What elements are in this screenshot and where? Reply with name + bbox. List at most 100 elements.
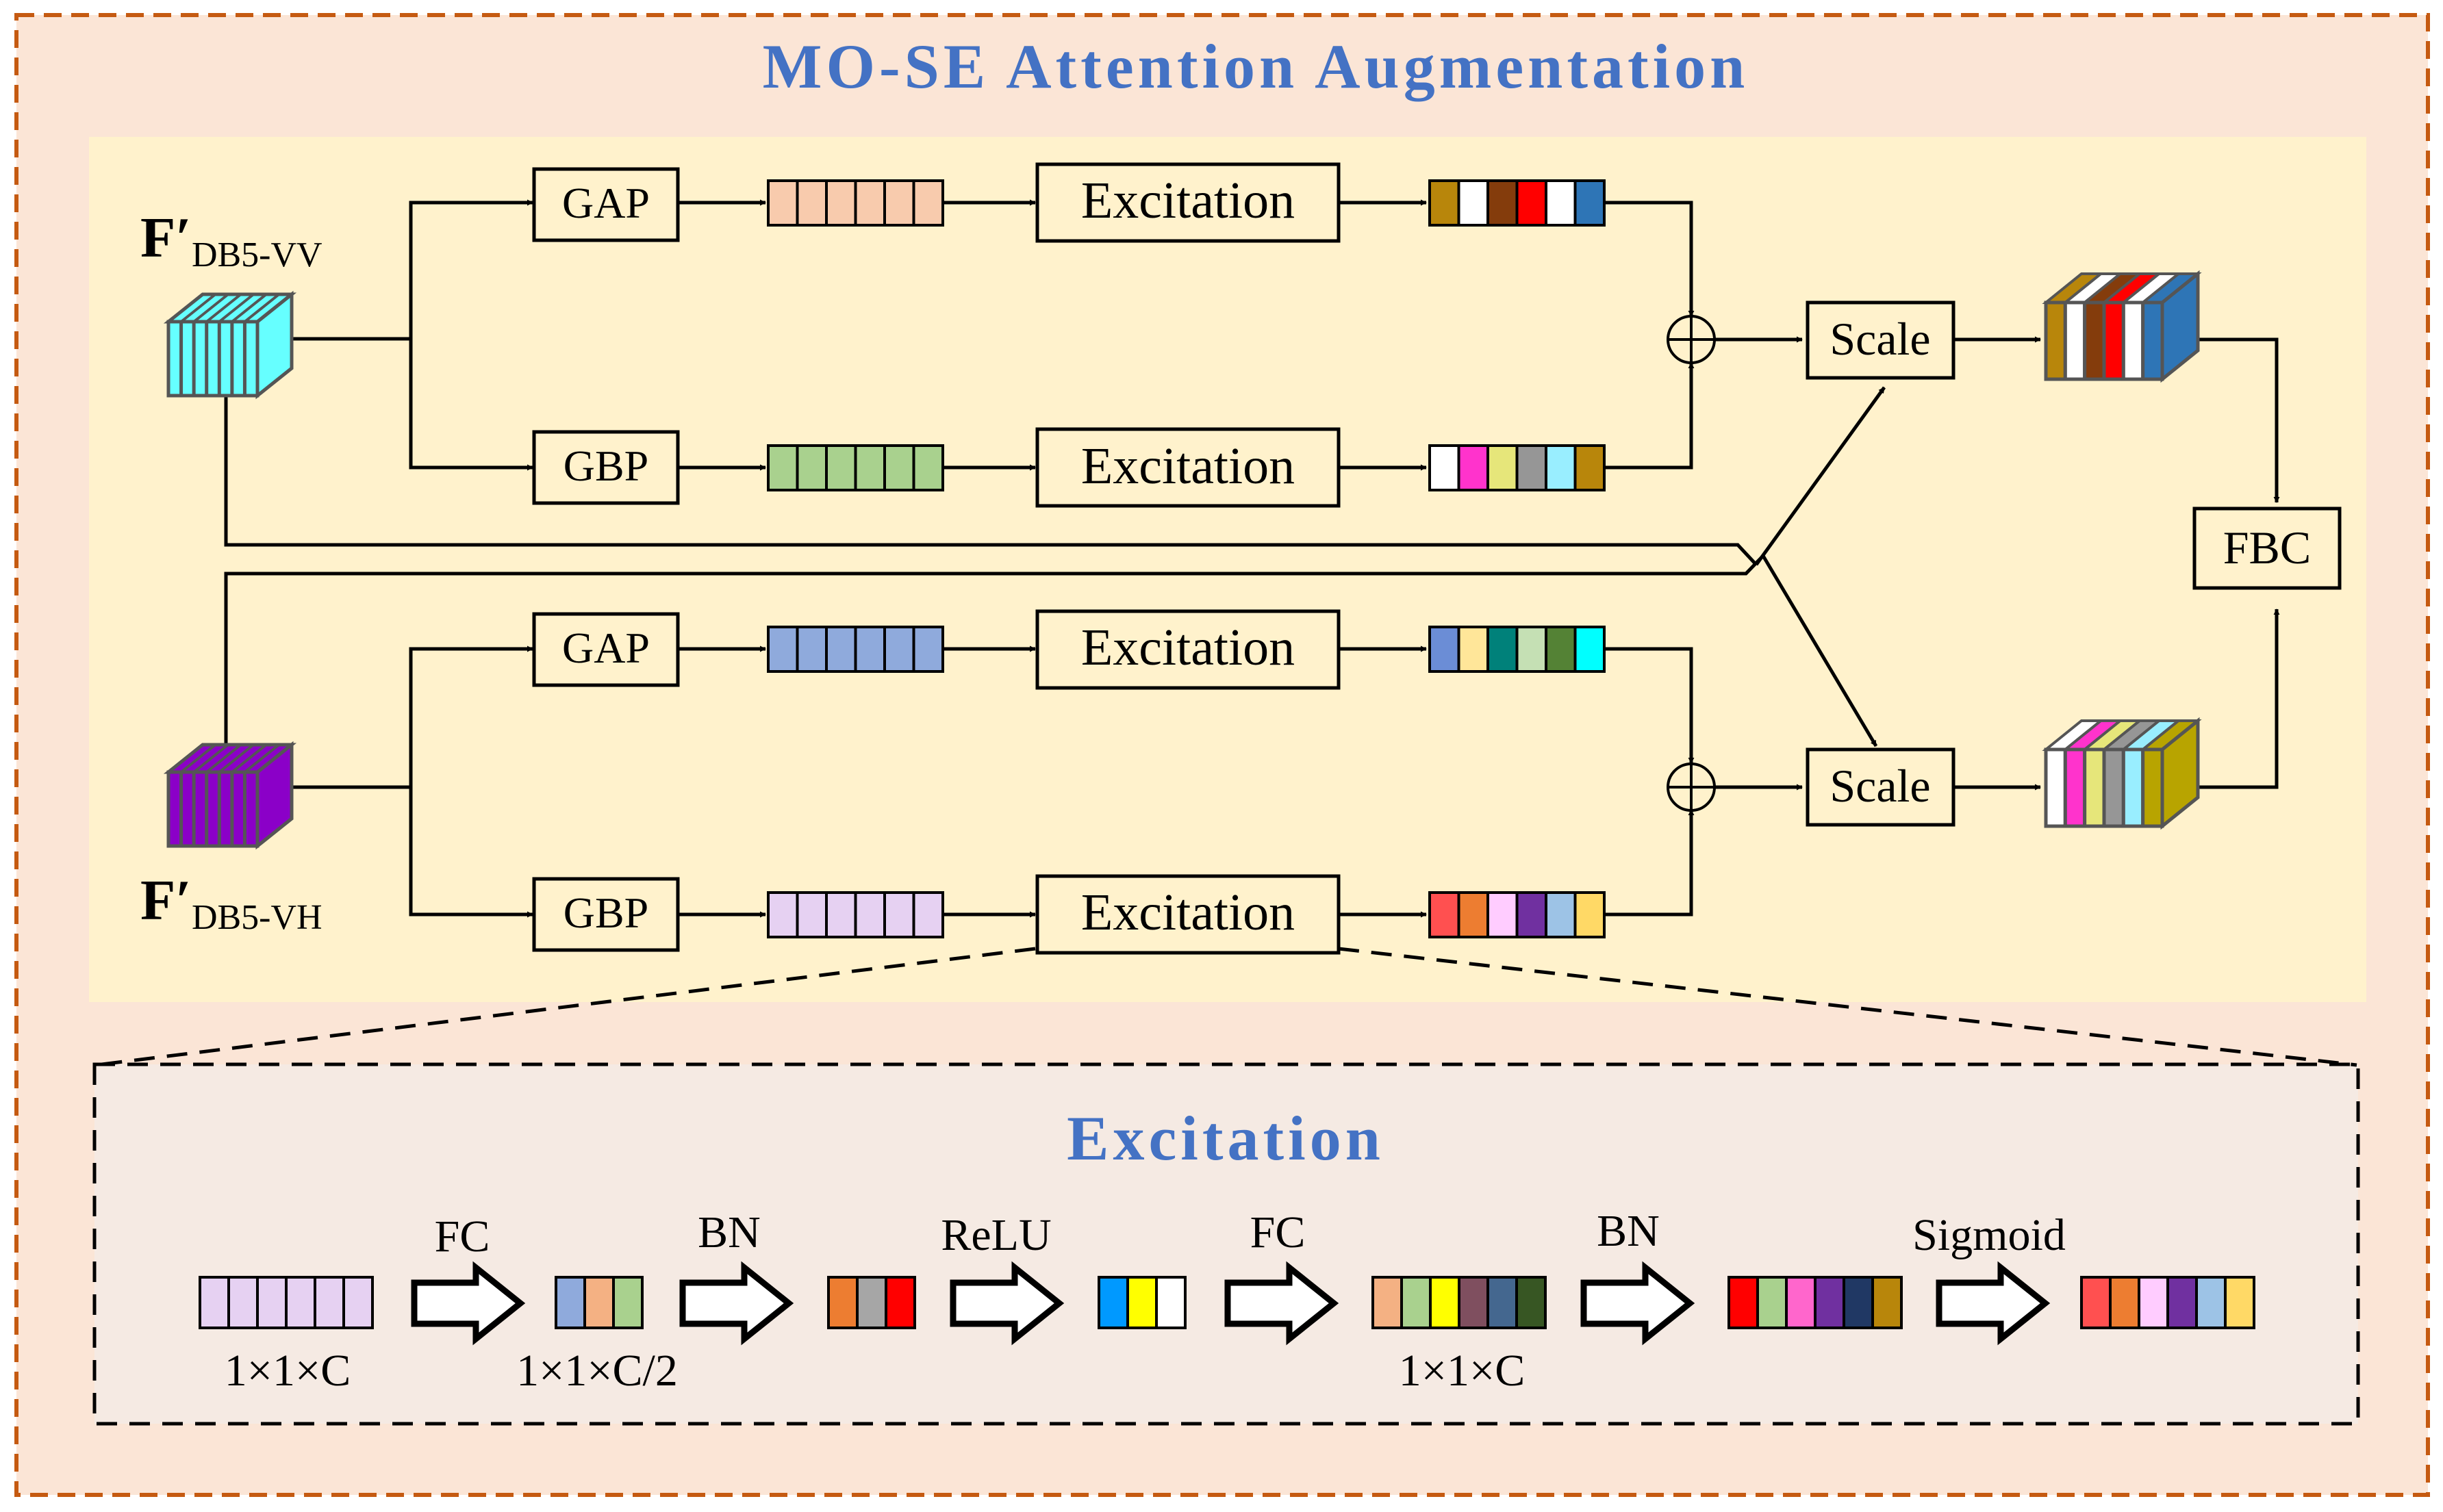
input-cube-vv-front [166, 320, 260, 398]
vector-ex-bn1 [827, 1276, 916, 1329]
svg-text:GBP: GBP [564, 441, 649, 490]
line-outd-to-add [1602, 809, 1695, 917]
vector-ex-sigmoid [2080, 1276, 2255, 1329]
vector-bottom-gbp-excited-cell [1428, 891, 1460, 938]
vector-ex-bn2-cell [1727, 1276, 1759, 1329]
vector-ex-bn2-cell [1871, 1276, 1903, 1329]
scaled-cube-vv [2042, 270, 2202, 383]
vector-top-gap-excited-cell [1545, 179, 1577, 227]
op-box-gap-top: GAP [532, 167, 680, 242]
vector-ex-bn2-cell [1785, 1276, 1817, 1329]
block-arrow-fc1 [411, 1261, 526, 1346]
input-cube-vv-stripe-top [180, 293, 216, 323]
input-label-vh: F′DB5-VH [140, 869, 322, 937]
vector-top-gap-excited-cell [1457, 179, 1489, 227]
vector-top-gbp-pooled [767, 444, 944, 491]
scaled-cube-vh-front-cell [2083, 747, 2106, 828]
vector-bottom-gbp-excited-cell [1486, 891, 1519, 938]
vector-bottom-gap-excited [1428, 626, 1606, 673]
vector-bottom-gbp-excited [1428, 891, 1606, 938]
excitation-detail-panel [92, 1062, 2360, 1426]
vector-bottom-gap-pooled-cell [825, 626, 857, 673]
op-box-gbp-bottom: GBP [532, 877, 680, 952]
svg-text:FBC: FBC [2223, 522, 2312, 574]
zoom-line-right [1338, 947, 2357, 1067]
vector-ex-sigmoid-cell [2166, 1276, 2198, 1329]
vector-ex-fc1-cell [583, 1276, 615, 1329]
line-outb-to-add [1602, 362, 1695, 470]
svg-text:Excitation: Excitation [1081, 172, 1295, 229]
vector-ex-fc2-cell [1515, 1276, 1547, 1329]
vector-ex-fc2-cell [1458, 1276, 1489, 1329]
block-arrow-bn2 [1580, 1261, 1695, 1346]
vector-top-gbp-excited-cell [1428, 444, 1460, 491]
vector-bottom-gap-pooled-cell [854, 626, 886, 673]
vector-ex-bn2 [1727, 1276, 1903, 1329]
line-vh-skip [224, 554, 1764, 752]
vector-top-gbp-pooled-cell [854, 444, 886, 491]
vector-top-gbp-excited-cell [1515, 444, 1547, 491]
op-box-gbp-top: GBP [532, 430, 680, 505]
add-node-bottom [1667, 763, 1716, 812]
vector-ex-input-cell [342, 1276, 374, 1329]
input-label-vv: F′DB5-VV [140, 206, 322, 274]
vector-ex-fc1 [555, 1276, 644, 1329]
vector-top-gap-pooled-cell [854, 179, 886, 227]
input-cube-vv [163, 290, 297, 400]
vector-ex-input [199, 1276, 374, 1329]
block-arrow-fc2 [1224, 1261, 1339, 1346]
vector-top-gbp-pooled-cell [767, 444, 799, 491]
scaled-cube-vv-front-cell [2044, 300, 2067, 381]
op-box-scale-bottom: Scale [1806, 747, 1955, 827]
input-cube-vh-front [166, 770, 260, 848]
svg-text:Excitation: Excitation [1081, 884, 1295, 941]
line-vv-skip [224, 397, 1758, 566]
line-cube2-to-fbc [2198, 608, 2280, 789]
input-cube-vv-stripe-top [231, 293, 268, 323]
svg-text:Scale: Scale [1830, 760, 1930, 812]
line-outa-to-add [1602, 201, 1695, 317]
vector-ex-input-cell [227, 1276, 259, 1329]
excitation-detail-title: Excitation [1067, 1103, 1384, 1173]
vector-bottom-gap-pooled-cell [796, 626, 828, 673]
step-fc1: FC [435, 1212, 490, 1261]
line-vv-to-gbp [409, 339, 533, 471]
dim-half: 1×1×C/2 [516, 1346, 678, 1396]
scaled-cube-vh-front-cell [2063, 747, 2087, 828]
scaled-cube-vh-front-cell [2121, 747, 2145, 828]
vector-ex-fc2 [1371, 1276, 1547, 1329]
vector-bottom-gap-excited-cell [1515, 626, 1547, 673]
svg-text:GAP: GAP [562, 624, 650, 672]
vector-ex-bn2-cell [1814, 1276, 1845, 1329]
vector-top-gbp-excited-cell [1545, 444, 1577, 491]
input-cube-vh-stripe-top [205, 743, 242, 773]
dim-out: 1×1×C [1399, 1346, 1525, 1396]
vector-top-gbp-excited-cell [1486, 444, 1519, 491]
vector-bottom-gbp-excited-cell [1515, 891, 1547, 938]
dim-in: 1×1×C [225, 1346, 351, 1396]
scaled-cube-vv-side [2160, 270, 2200, 383]
input-cube-vh-stripe-top [218, 743, 255, 773]
op-box-fbc: FBC [2192, 507, 2342, 590]
op-box-excitation-1: Excitation [1035, 162, 1341, 243]
vector-ex-bn1-cell [885, 1276, 916, 1329]
vector-bottom-gap-excited-cell [1457, 626, 1489, 673]
scaled-cube-vh-side [2160, 717, 2200, 830]
scaled-cube-vh-front-cell [2141, 747, 2164, 828]
vector-top-gap-excited-cell [1573, 179, 1606, 227]
vector-top-gap-excited-cell [1486, 179, 1519, 227]
vector-bottom-gap-pooled-cell [883, 626, 915, 673]
vector-ex-relu [1098, 1276, 1187, 1329]
step-relu: ReLU [941, 1210, 1051, 1260]
dynamic-shapes [163, 179, 2255, 1346]
vector-ex-relu-cell [1098, 1276, 1129, 1329]
vector-top-gbp-pooled-cell [825, 444, 857, 491]
add-node-top [1667, 315, 1716, 364]
line-cross-to-scale2 [1761, 554, 1878, 747]
vector-top-gap-pooled-cell [796, 179, 828, 227]
pipeline-panel [89, 137, 2366, 1002]
vector-top-gap-pooled [767, 179, 944, 227]
vector-top-gbp-pooled-cell [912, 444, 944, 491]
vector-top-gap-excited-cell [1515, 179, 1547, 227]
vector-ex-fc2-cell [1429, 1276, 1460, 1329]
